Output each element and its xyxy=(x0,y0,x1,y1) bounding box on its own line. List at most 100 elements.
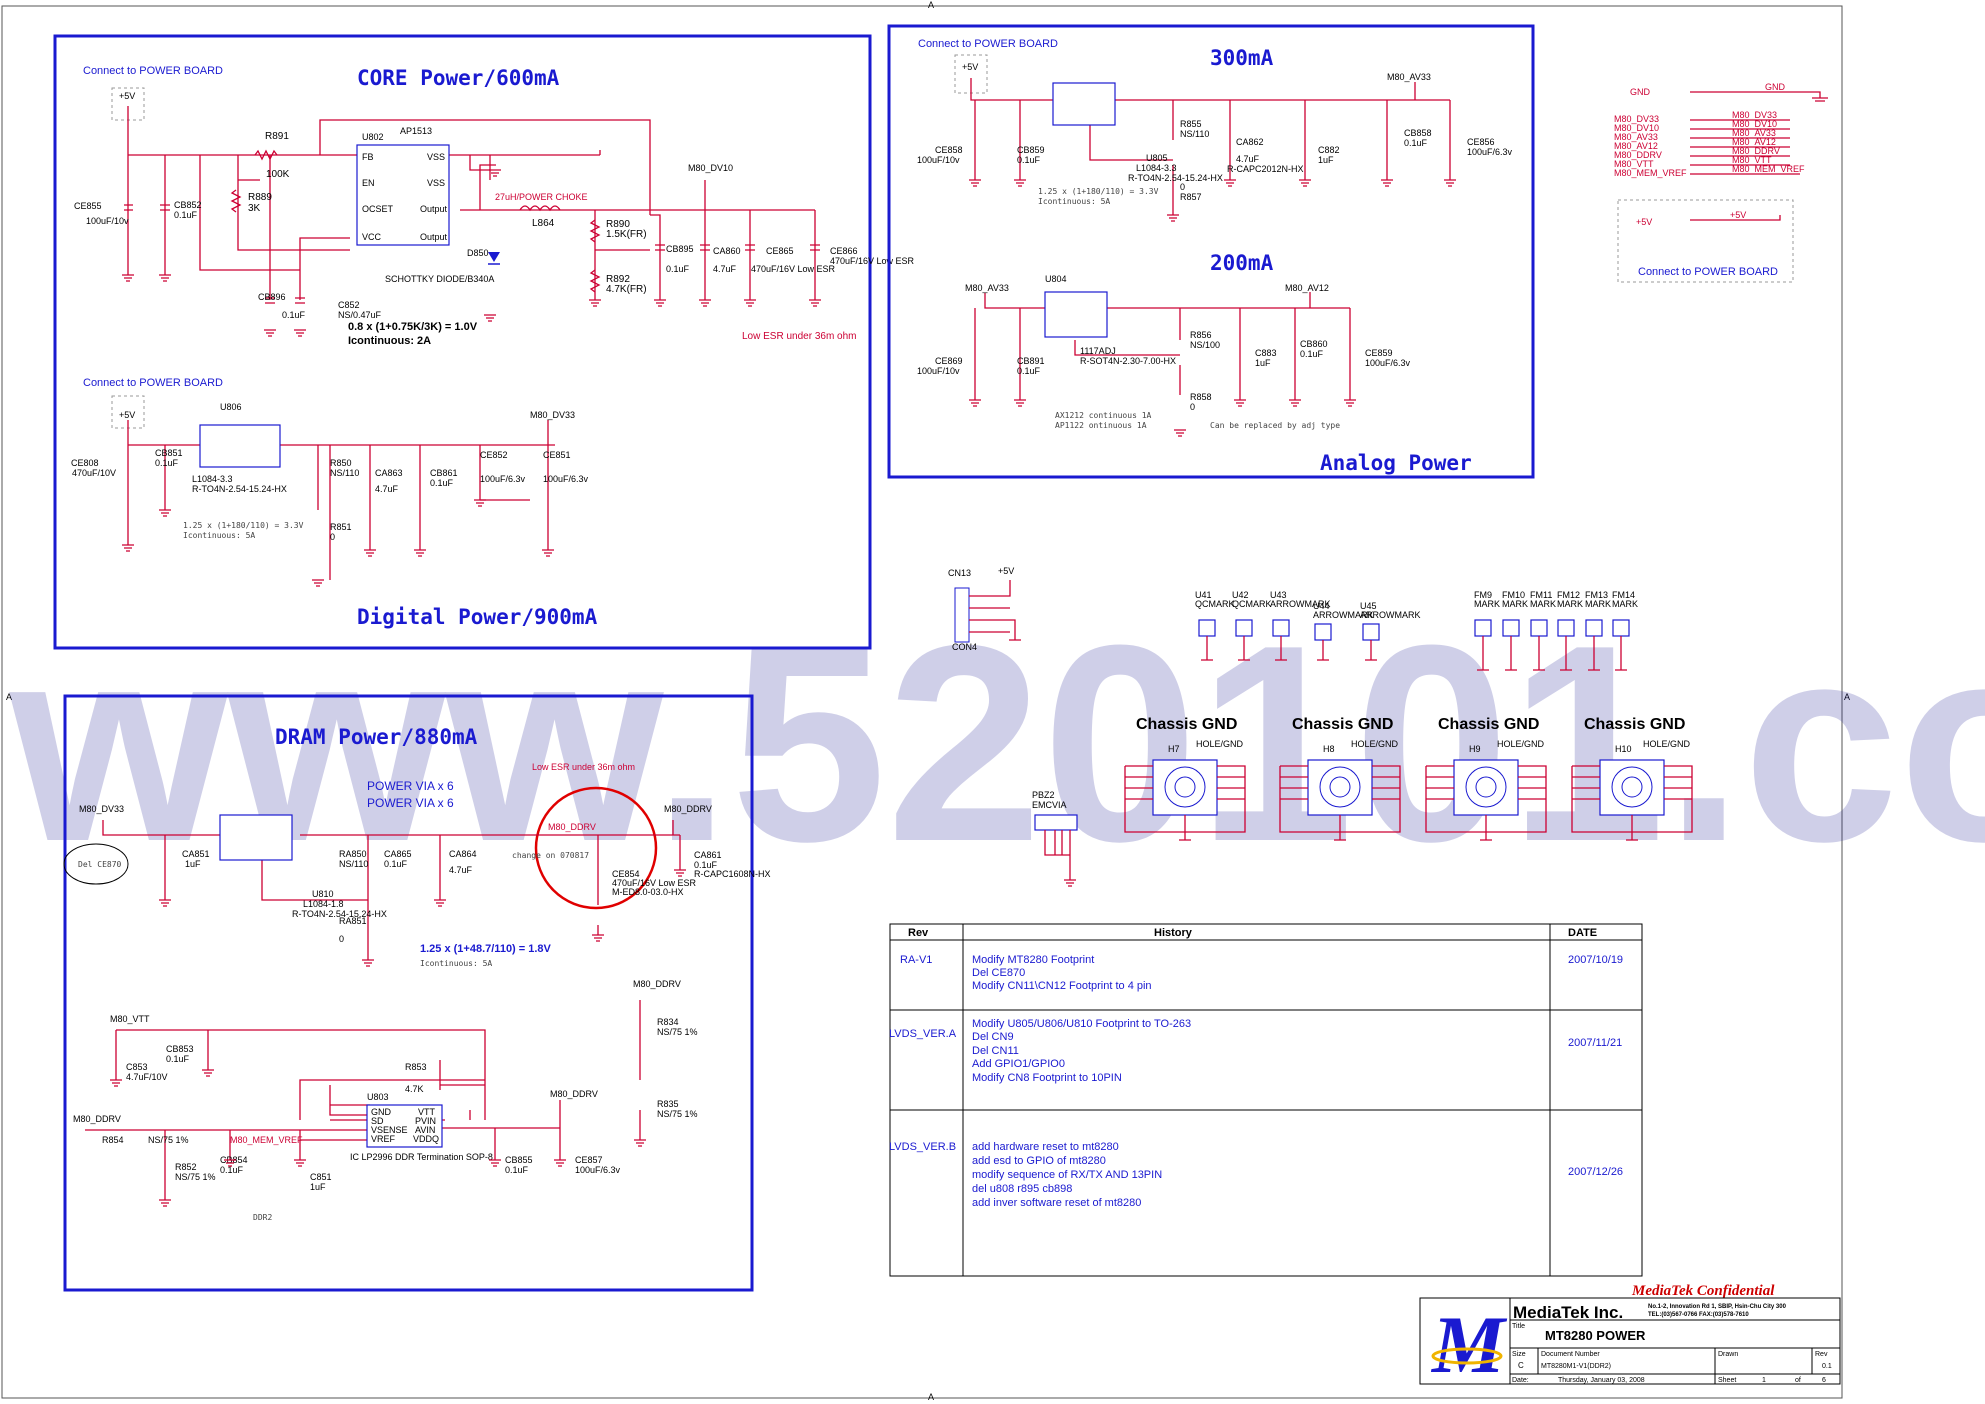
part-label: 0.1uF xyxy=(1017,366,1041,376)
gnd-label: GND xyxy=(1630,87,1651,97)
svg-text:MARK: MARK xyxy=(1530,599,1556,609)
title-label: Title xyxy=(1512,1323,1525,1330)
part-label: 1uF xyxy=(310,1182,326,1192)
analog-note: AX1212 continuous 1A xyxy=(1055,411,1152,420)
net-label: M80_AV12 xyxy=(1285,283,1329,293)
part-label: CE858 xyxy=(935,145,963,155)
part-label: CE865 xyxy=(766,246,794,256)
cn13-body xyxy=(954,587,970,643)
u810-ref: U810 xyxy=(312,889,334,899)
u806-ic-body xyxy=(199,424,281,468)
history-rev: LVDS_VER.B xyxy=(889,1141,956,1153)
dram-esr-note: Low ESR under 36m ohm xyxy=(532,762,635,772)
part-label: NS/100 xyxy=(1190,340,1220,350)
sheet-value: 1 xyxy=(1762,1377,1766,1384)
svg-text:M: M xyxy=(1430,1299,1508,1390)
cn13-supply: +5V xyxy=(998,566,1014,576)
docnum-value: MT8280M1-V1(DDR2) xyxy=(1541,1363,1611,1370)
analog-power-title: Analog Power xyxy=(1320,451,1472,475)
company-name: MediaTek Inc. xyxy=(1513,1303,1623,1322)
u803-pin-sd: SD xyxy=(371,1116,384,1126)
part-label: 0.1uF xyxy=(220,1165,244,1175)
part-label: 0 xyxy=(330,532,335,542)
drawn-label: Drawn xyxy=(1718,1351,1738,1358)
part-label: R-CAPC2012N-HX xyxy=(1227,164,1304,174)
core-formula: 0.8 x (1+0.75K/3K) = 1.0V xyxy=(348,321,478,333)
part-label: 0.1uF xyxy=(174,210,198,220)
dram-del-note: Del CE870 xyxy=(78,860,122,869)
digital-formula: 1.25 x (1+180/110) = 3.3V xyxy=(183,521,304,530)
part-label: R852 xyxy=(175,1162,197,1172)
dram-formula: 1.25 x (1+48.7/110) = 1.8V xyxy=(420,943,552,955)
confidential-label: MediaTek Confidential xyxy=(1631,1283,1775,1299)
svg-text:H7: H7 xyxy=(1168,744,1180,754)
chassis-gnd-group: Chassis GND Chassis GND Chassis GND Chas… xyxy=(1124,716,1693,840)
u810-part: L1084-1.8 xyxy=(303,899,344,909)
dram-current: Icontinuous: 5A xyxy=(420,959,492,968)
watermark: www.520101.com xyxy=(6,588,1985,900)
u803-pin-vtt: VTT xyxy=(418,1107,436,1117)
net-label: M80_MEM_VREF xyxy=(230,1135,303,1145)
part-label: R891 xyxy=(265,131,289,142)
part-label: CE856 xyxy=(1467,137,1495,147)
part-label: M-ED8.0-03.0-HX xyxy=(612,887,684,897)
svg-text:H9: H9 xyxy=(1469,744,1481,754)
digital-connect-label: Connect to POWER BOARD xyxy=(83,377,223,389)
net-list: M80_DV33 M80_DV10 M80_AV33 M80_AV12 M80_… xyxy=(1614,110,1805,178)
lp2996-ic-body xyxy=(366,1104,443,1148)
part-label: 0.1uF xyxy=(155,458,179,468)
svg-text:H8: H8 xyxy=(1323,744,1335,754)
u802-pin-vcc: VCC xyxy=(362,232,382,242)
of-label: of xyxy=(1795,1377,1801,1384)
choke-label: 27uH/POWER CHOKE xyxy=(495,192,588,202)
part-label: L864 xyxy=(532,218,555,229)
part-label: 0.1uF xyxy=(282,310,306,320)
history-line: del u808 r895 cb898 xyxy=(972,1183,1072,1195)
svg-text:Chassis GND: Chassis GND xyxy=(1438,716,1539,733)
date-value: Thursday, January 03, 2008 xyxy=(1558,1377,1645,1384)
core-connect-label: Connect to POWER BOARD xyxy=(83,65,223,77)
u802-pin-fb: FB xyxy=(362,152,374,162)
analog-supply: +5V xyxy=(962,62,978,72)
svg-text:MARK: MARK xyxy=(1474,599,1500,609)
part-label: 100K xyxy=(266,169,290,180)
part-label: 100uF/6.3v xyxy=(1365,358,1411,368)
u806-ref: U806 xyxy=(220,402,242,412)
part-label: CB861 xyxy=(430,468,458,478)
part-label: SCHOTTKY DIODE/B340A xyxy=(385,274,494,284)
mediatek-logo: M xyxy=(1428,1299,1508,1390)
part-label: 4.7uF xyxy=(449,865,473,875)
svg-text:M80_MEM_VREF: M80_MEM_VREF xyxy=(1614,168,1687,178)
svg-text:MARK: MARK xyxy=(1612,599,1638,609)
part-label: C882 xyxy=(1318,145,1340,155)
part-label: CE852 xyxy=(480,450,508,460)
u803-pin-vddq: VDDQ xyxy=(413,1134,439,1144)
part-label: CE857 xyxy=(575,1155,603,1165)
part-label: NS/110 xyxy=(339,859,368,869)
core-esr-note: Low ESR under 36m ohm xyxy=(742,331,857,342)
part-label: 3K xyxy=(248,203,261,214)
svg-text:M80_DV10: M80_DV10 xyxy=(1614,123,1659,133)
part-label: CB858 xyxy=(1404,128,1432,138)
sheet-title: MT8280 POWER xyxy=(1545,1328,1646,1343)
part-label: NS/75 1% xyxy=(148,1135,189,1145)
part-label: 0.1uF xyxy=(666,264,690,274)
u804-pkg: R-SOT4N-2.30-7.00-HX xyxy=(1080,356,1176,366)
part-label: 470uF/10V xyxy=(72,468,116,478)
svg-text:HOLE/GND: HOLE/GND xyxy=(1196,739,1244,749)
svg-text:M80_AV33: M80_AV33 xyxy=(1732,128,1776,138)
svg-text:QCMARK: QCMARK xyxy=(1232,599,1272,609)
analog-300ma: 300mA xyxy=(1210,46,1274,70)
u806-part: L1084-3.3 xyxy=(192,474,233,484)
digital-current: Icontinuous: 5A xyxy=(183,531,255,540)
core-supply: +5V xyxy=(119,91,135,101)
part-label: 0.1uF xyxy=(1300,349,1324,359)
part-label: 4.7uF xyxy=(713,264,737,274)
part-label: 0.1uF xyxy=(505,1165,529,1175)
size-label: Size xyxy=(1512,1351,1526,1358)
u802-part: AP1513 xyxy=(400,126,432,136)
part-label: 0.1uF xyxy=(1404,138,1428,148)
rev-value: 0.1 xyxy=(1822,1363,1832,1370)
history-date: 2007/11/21 xyxy=(1568,1037,1622,1049)
